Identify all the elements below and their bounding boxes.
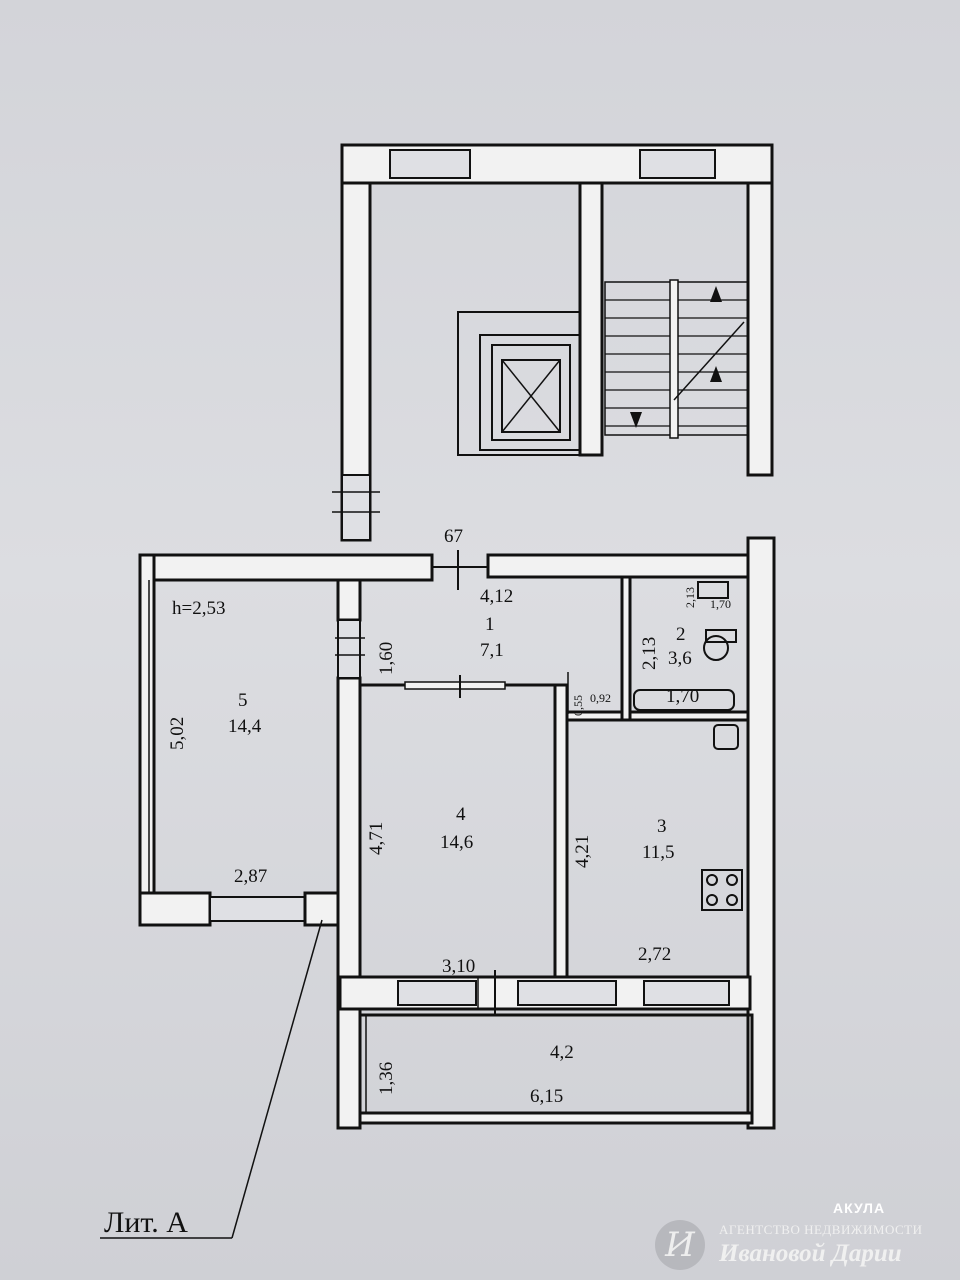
toilet — [703, 629, 737, 661]
litera-label: Лит. А — [104, 1206, 188, 1239]
dim-4-71: 4,71 — [366, 822, 387, 855]
agency-logo-icon: И — [655, 1220, 705, 1270]
dim-1-36: 1,36 — [376, 1062, 397, 1095]
agency-caption: АГЕНТСТВО НЕДВИЖИМОСТИ — [719, 1222, 923, 1237]
room-area-1: 7,1 — [480, 640, 504, 661]
sink — [713, 724, 739, 750]
room-area-2: 3,6 — [668, 648, 692, 669]
fixtures — [633, 581, 743, 911]
dim-1-60: 1,60 — [376, 642, 397, 675]
dim-0-55: 0,55 — [571, 695, 585, 716]
room-area-4: 14,6 — [440, 832, 473, 853]
dim-2-87: 2,87 — [234, 866, 267, 887]
litera-leader — [100, 919, 323, 1239]
dim-2-13-small: 2,13 — [683, 587, 697, 608]
dim-0-92: 0,92 — [590, 691, 611, 705]
agency-watermark: И АКУЛА АГЕНТСТВО НЕДВИЖИМОСТИ Ивановой … — [655, 1198, 955, 1278]
elevator-shaft — [479, 334, 581, 451]
room-number-4: 4 — [456, 804, 466, 825]
dim-5-02: 5,02 — [167, 717, 188, 750]
dim-1-70: 1,70 — [666, 686, 699, 707]
room-number-3: 3 — [657, 816, 667, 837]
dim-2-72: 2,72 — [638, 944, 671, 965]
agency-tag: АКУЛА — [833, 1200, 886, 1216]
stove — [701, 869, 743, 911]
bathtub — [633, 689, 735, 711]
dim-1-70-small: 1,70 — [710, 597, 731, 611]
stairwell-block — [332, 143, 774, 542]
dim-6-15: 6,15 — [530, 1086, 563, 1107]
dim-3-10: 3,10 — [442, 956, 475, 977]
agency-name: Ивановой Дарии — [719, 1240, 902, 1267]
dim-4-21: 4,21 — [572, 835, 593, 868]
room-number-1: 1 — [485, 614, 495, 635]
room-number-5: 5 — [238, 690, 248, 711]
dim-4-12: 4,12 — [480, 586, 513, 607]
room-area-loggia: 4,2 — [550, 1042, 574, 1063]
dim-67: 67 — [444, 526, 463, 547]
room-area-5: 14,4 — [228, 716, 262, 737]
room-number-2: 2 — [676, 624, 686, 645]
ceiling-height: h=2,53 — [172, 598, 225, 619]
staircase — [604, 279, 749, 439]
apartment-walls — [138, 536, 776, 1130]
room-area-3: 11,5 — [642, 842, 675, 863]
dim-2-13: 2,13 — [639, 637, 660, 670]
